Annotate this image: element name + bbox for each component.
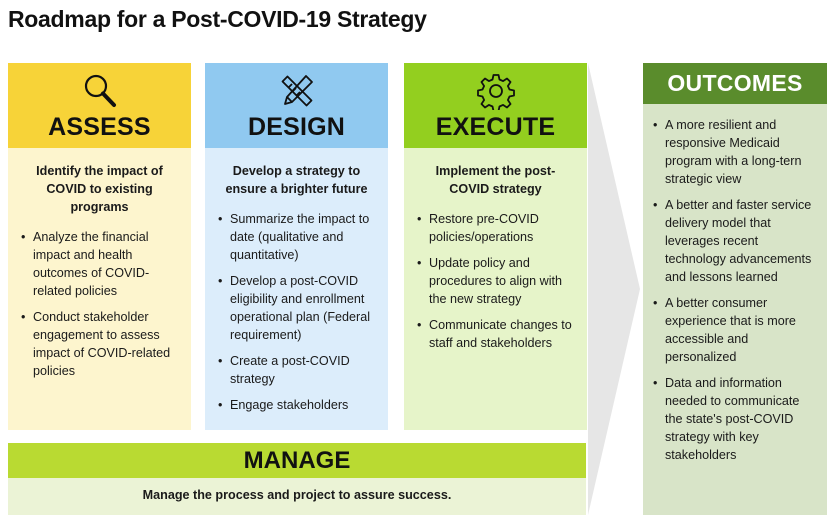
list-item: Update policy and procedures to align wi… <box>414 254 577 308</box>
manage-title: MANAGE <box>8 443 586 478</box>
assess-title: ASSESS <box>48 113 151 141</box>
list-item: Create a post-COVID strategy <box>215 352 378 388</box>
list-item: Engage stakeholders <box>215 396 378 414</box>
list-item: Develop a post-COVID eligibility and enr… <box>215 272 378 344</box>
page-title: Roadmap for a Post-COVID-19 Strategy <box>8 6 427 32</box>
execute-list: Restore pre-COVID policies/operations Up… <box>414 210 577 352</box>
list-item: Data and information needed to communica… <box>651 374 819 464</box>
execute-title: EXECUTE <box>435 113 556 141</box>
outcomes-title: OUTCOMES <box>643 63 827 104</box>
outcomes-body: A more resilient and responsive Medicaid… <box>643 104 827 515</box>
manage-band: MANAGE Manage the process and project to… <box>8 443 586 515</box>
design-header: DESIGN <box>205 63 388 148</box>
list-item: A better and faster service delivery mod… <box>651 196 819 286</box>
design-body: Develop a strategy to ensure a brighter … <box>205 148 388 430</box>
execute-header: EXECUTE <box>404 63 587 148</box>
list-item: Summarize the impact to date (qualitativ… <box>215 210 378 264</box>
execute-body: Implement the post-COVID strategy Restor… <box>404 148 587 430</box>
outcomes-panel: OUTCOMES A more resilient and responsive… <box>643 63 827 515</box>
gear-icon <box>476 74 515 110</box>
magnifier-icon <box>84 74 116 107</box>
design-column: DESIGN Develop a strategy to ensure a br… <box>205 63 388 430</box>
list-item: Conduct stakeholder engagement to assess… <box>18 308 181 380</box>
pencil-ruler-icon <box>281 75 313 107</box>
flow-arrow <box>588 63 640 515</box>
list-item: A better consumer experience that is mor… <box>651 294 819 366</box>
list-item: Restore pre-COVID policies/operations <box>414 210 577 246</box>
execute-lead: Implement the post-COVID strategy <box>435 164 556 196</box>
assess-body: Identify the impact of COVID to existing… <box>8 148 191 430</box>
manage-text: Manage the process and project to assure… <box>8 478 586 515</box>
design-list: Summarize the impact to date (qualitativ… <box>215 210 378 414</box>
assess-list: Analyze the financial impact and health … <box>18 228 181 380</box>
assess-lead: Identify the impact of COVID to existing… <box>36 164 163 214</box>
assess-column: ASSESS Identify the impact of COVID to e… <box>8 63 191 430</box>
execute-column: EXECUTE Implement the post-COVID strateg… <box>404 63 587 430</box>
assess-header: ASSESS <box>8 63 191 148</box>
list-item: Analyze the financial impact and health … <box>18 228 181 300</box>
list-item: Communicate changes to staff and stakeho… <box>414 316 577 352</box>
list-item: A more resilient and responsive Medicaid… <box>651 116 819 188</box>
outcomes-list: A more resilient and responsive Medicaid… <box>651 116 819 464</box>
design-title: DESIGN <box>247 113 346 141</box>
design-lead: Develop a strategy to ensure a brighter … <box>225 164 368 196</box>
